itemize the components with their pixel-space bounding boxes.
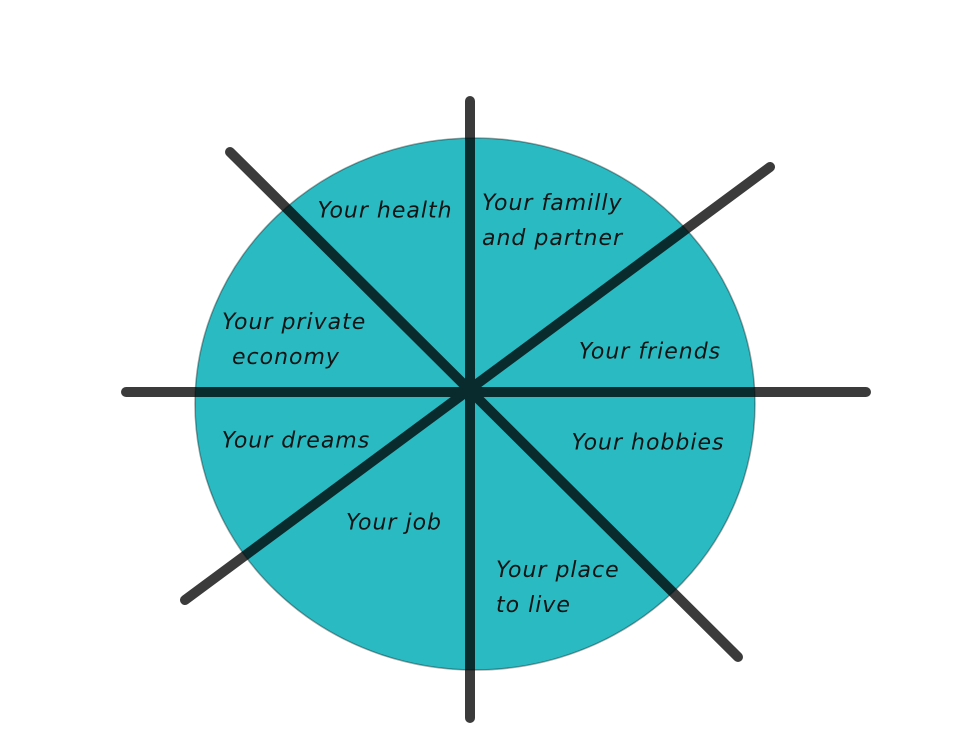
wheel-spokes: [121, 96, 871, 723]
sector-label-family: Your familly and partner: [482, 186, 623, 256]
spoke-diagonal-topleft-bottomright: [225, 147, 743, 662]
sector-label-family-line2: and partner: [482, 226, 624, 251]
sector-label-place: Your place to live: [496, 553, 620, 623]
sector-label-health: Your health: [317, 198, 453, 224]
sector-label-friends: Your friends: [578, 339, 722, 365]
spoke-diagonal-bottomleft-topright: [180, 162, 775, 605]
sector-label-place-line1: Your place: [496, 558, 620, 583]
sector-label-economy-line2: economy: [232, 345, 340, 370]
sector-label-job: Your job: [346, 510, 442, 536]
sector-label-economy-line1: Your private: [222, 310, 367, 335]
sector-label-economy: Your private economy: [222, 305, 366, 375]
sector-label-dreams: Your dreams: [221, 428, 371, 454]
sector-label-family-line1: Your familly: [482, 191, 623, 216]
sector-label-place-line2: to live: [496, 593, 571, 618]
sector-label-hobbies: Your hobbies: [571, 430, 725, 456]
